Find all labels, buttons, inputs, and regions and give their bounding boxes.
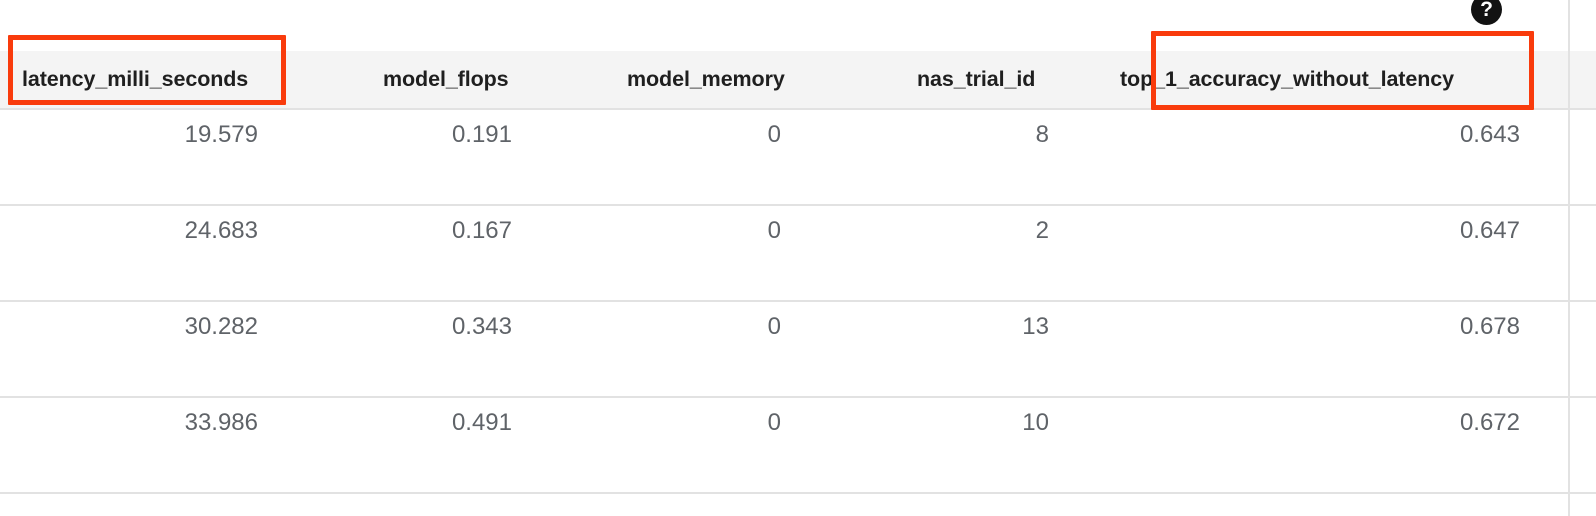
cell-overflow [1570,398,1596,492]
cell-overflow [1570,110,1596,204]
table-row[interactable]: 19.579 0.191 0 8 0.643 [0,110,1596,206]
cell-nas-trial-id: 2 [1035,217,1049,244]
cell-latency-milli-seconds: 19.579 [184,121,258,148]
cell-nas-trial-id: 10 [1022,409,1049,436]
cell-top-1-accuracy-without-latency: 0.643 [1459,121,1520,148]
column-header-model-flops[interactable]: model_flops [383,67,509,91]
cell-model-memory: 0 [767,121,781,148]
cell-model-memory: 0 [767,409,781,436]
cell-top-1-accuracy-without-latency: 0.672 [1459,409,1520,436]
table-row[interactable]: 30.282 0.343 0 13 0.678 [0,302,1596,398]
cell-nas-trial-id: 8 [1035,121,1049,148]
cell-model-memory: 0 [767,313,781,340]
column-header-top-1-accuracy-without-latency[interactable]: top_1_accuracy_without_latency [1120,67,1454,91]
cell-model-memory: 0 [767,217,781,244]
cell-latency-milli-seconds: 33.986 [184,409,258,436]
cell-model-flops: 0.167 [451,217,512,244]
cell-model-flops: 0.491 [451,409,512,436]
cell-top-1-accuracy-without-latency: 0.647 [1459,217,1520,244]
cell-latency-milli-seconds: 24.683 [184,217,258,244]
cell-nas-trial-id: 13 [1022,313,1049,340]
cell-model-flops: 0.191 [451,121,512,148]
help-icon[interactable]: ? [1471,0,1502,25]
column-divider [1568,0,1570,516]
toolbar-strip: ? [0,0,1596,51]
results-table: latency_milli_seconds model_flops model_… [0,51,1596,494]
column-header-latency-milli-seconds[interactable]: latency_milli_seconds [22,67,249,91]
cell-model-flops: 0.343 [451,313,512,340]
table-row[interactable]: 24.683 0.167 0 2 0.647 [0,206,1596,302]
table-row[interactable]: 33.986 0.491 0 10 0.672 [0,398,1596,494]
cell-overflow [1570,206,1596,300]
table-header-row: latency_milli_seconds model_flops model_… [0,51,1596,110]
column-header-model-memory[interactable]: model_memory [627,67,785,91]
overflow-column-header[interactable] [1570,51,1596,110]
cell-overflow [1570,302,1596,396]
column-header-nas-trial-id[interactable]: nas_trial_id [917,67,1036,91]
cell-top-1-accuracy-without-latency: 0.678 [1459,313,1520,340]
cell-latency-milli-seconds: 30.282 [184,313,258,340]
